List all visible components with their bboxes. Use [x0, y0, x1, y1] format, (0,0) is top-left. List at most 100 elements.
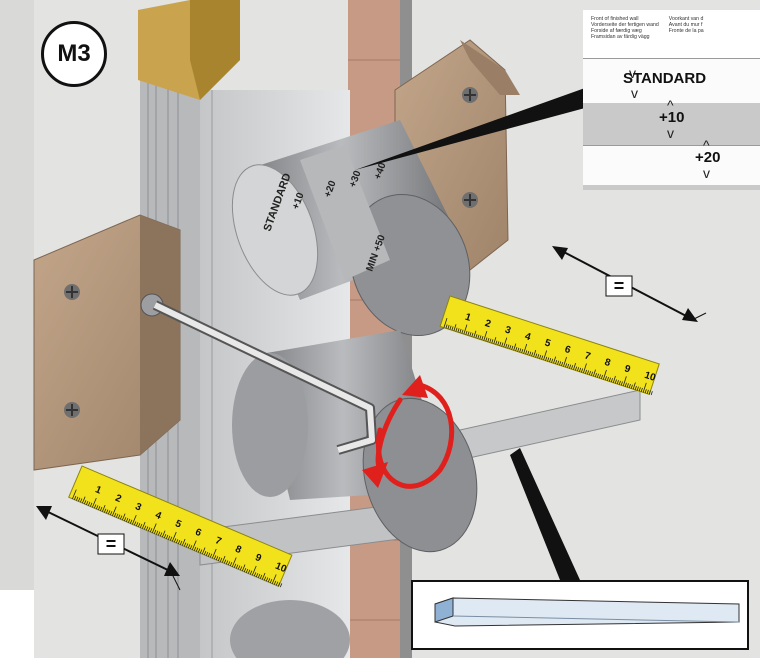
ruler-tick — [596, 373, 599, 378]
ruler-tick — [443, 318, 448, 328]
inset-header: Front of finished wall Vorderseite der f… — [591, 16, 760, 40]
ruler-tick — [237, 565, 241, 570]
ruler-tick — [175, 539, 179, 544]
ruler-tick — [147, 527, 151, 532]
header-line: Fronte de la pa — [668, 28, 704, 34]
header-line: Front of finished wall — [591, 16, 639, 22]
ruler-tick — [495, 340, 498, 345]
ruler-tick — [493, 337, 497, 344]
adjustment-dial: STANDARD +10 +20 +30 +40 MIN +50 — [231, 120, 471, 337]
ruler-tick — [247, 569, 251, 574]
band-plus20 — [583, 145, 760, 187]
ruler-tick — [471, 332, 474, 337]
header-line: Forside af færdig væg — [591, 28, 642, 34]
ruler-tick — [461, 329, 464, 334]
ruler-number: 10 — [273, 561, 288, 576]
ruler-tick — [123, 517, 127, 522]
ruler-tick — [249, 570, 253, 575]
ruler-number: 7 — [213, 535, 223, 547]
ruler-tick — [616, 380, 619, 385]
hex-key — [140, 293, 377, 455]
ruler-tick — [447, 325, 450, 330]
ruler-tick — [509, 345, 512, 350]
ruler-tick — [634, 385, 637, 390]
ruler-tick — [451, 326, 454, 331]
ruler-tick — [205, 551, 209, 556]
ruler-tick — [279, 583, 283, 588]
ruler-tick — [221, 555, 226, 563]
ruler-tick — [114, 512, 117, 517]
ruler-tick — [449, 325, 452, 330]
ruler-tick — [191, 540, 197, 550]
caret-icon: v — [631, 85, 638, 101]
ruler-tick — [602, 369, 607, 380]
ruler-tick — [255, 573, 259, 578]
ruler-tick — [541, 355, 544, 360]
ruler-tick — [519, 348, 522, 353]
ruler-tick — [183, 542, 187, 547]
ruler-tick — [517, 347, 520, 352]
ruler-tick — [598, 374, 601, 379]
label-plus20: +20 — [695, 149, 721, 166]
ruler-tick — [165, 534, 169, 539]
ruler-tick — [187, 544, 191, 549]
ruler-tick — [563, 356, 567, 367]
ruler-tick — [145, 526, 149, 531]
ruler-tick — [485, 337, 488, 342]
ruler-tick — [610, 378, 613, 383]
caret-icon: ^ — [703, 137, 710, 153]
ruler-tick — [98, 506, 101, 511]
ruler-tick — [555, 360, 558, 365]
ruler-tick — [265, 577, 269, 582]
ruler-tick — [577, 367, 580, 372]
equal-mark-left: = — [106, 534, 117, 554]
ruler-tick — [203, 551, 207, 556]
ruler-tick — [648, 390, 651, 395]
ruler-number: 5 — [543, 338, 552, 350]
ruler-tick — [579, 367, 582, 372]
ruler-tick — [467, 331, 470, 336]
ruler-tick — [583, 363, 587, 374]
ruler-tick — [604, 376, 607, 381]
ruler-number: 2 — [113, 493, 123, 505]
ruler-tick — [513, 343, 517, 351]
caret-icon: ^ — [667, 97, 674, 113]
ruler-tick — [94, 504, 97, 509]
ruler-tick — [116, 513, 119, 518]
ruler-tick — [640, 387, 643, 392]
ruler-tick — [233, 563, 237, 568]
ruler-tick — [217, 556, 221, 561]
ruler-tick — [606, 376, 609, 381]
ruler-tick — [553, 356, 557, 364]
ruler-number: 9 — [253, 552, 263, 564]
label-standard: STANDARD — [623, 70, 707, 87]
ruler-tick — [561, 361, 564, 366]
ruler-tick — [193, 546, 197, 551]
ruler-tick — [102, 504, 106, 512]
ruler-tick — [80, 498, 83, 503]
left-bracket — [33, 214, 181, 471]
ruler-tick — [527, 350, 530, 355]
header-line: Avant du mur f — [668, 22, 703, 28]
ruler-number: 4 — [153, 510, 163, 522]
ruler-tick — [569, 364, 572, 369]
callout-pointer-bottom — [510, 448, 580, 580]
ruler-tick — [533, 350, 537, 357]
ruler-tick — [74, 495, 77, 500]
ruler-tick — [157, 531, 161, 536]
ruler-tick — [90, 502, 93, 507]
header-line: Vorderseite der fertigen wand — [591, 22, 659, 28]
ruler-tick — [149, 528, 153, 533]
ruler-tick — [505, 343, 508, 348]
ruler-tick — [608, 377, 611, 382]
ruler-tick — [644, 389, 647, 394]
ruler-tick — [618, 380, 621, 385]
ruler-tick — [267, 578, 271, 583]
ruler-tick — [143, 525, 147, 530]
ruler-tick — [549, 358, 552, 363]
ruler-tick — [207, 552, 211, 557]
ruler-number: 2 — [483, 318, 492, 330]
ruler-number: 6 — [563, 344, 572, 356]
